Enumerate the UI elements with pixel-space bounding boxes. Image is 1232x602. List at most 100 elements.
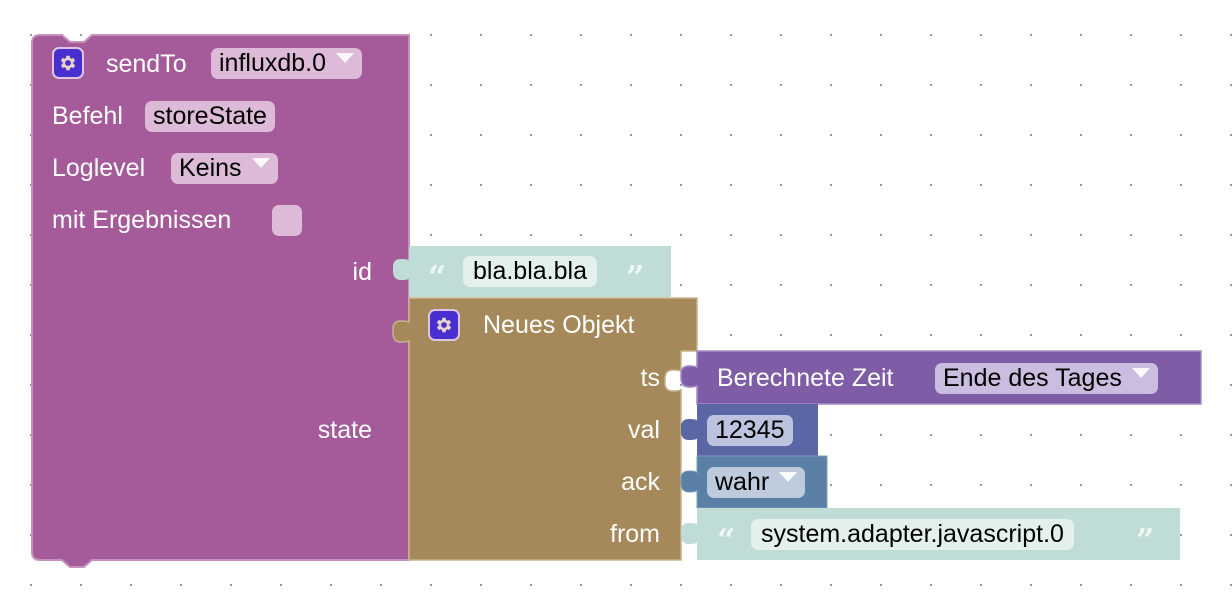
loglevel-dropdown[interactable]: Keins [171,153,278,184]
grid-dot [30,34,32,36]
grid-dot [330,584,332,586]
grid-dot [1230,534,1232,536]
grid-dot [30,534,32,536]
instance-dropdown[interactable]: influxdb.0 [211,48,363,79]
grid-dot [130,584,132,586]
grid-dot [880,334,882,336]
state-input-label: state [317,416,372,444]
boolean-dropdown[interactable]: wahr [707,467,806,498]
time-option-dropdown[interactable]: Ende des Tages [935,363,1158,394]
grid-dot [1030,434,1032,436]
grid-dot [930,284,932,286]
grid-dot [1180,584,1182,586]
grid-dot [1030,584,1032,586]
grid-dot [1180,34,1182,36]
grid-dot [1030,184,1032,186]
grid-dot [430,34,432,36]
grid-dot [330,184,332,186]
grid-dot [830,34,832,36]
grid-dot [830,84,832,86]
grid-dot [1130,284,1132,286]
results-label: mit Ergebnissen [52,206,232,234]
grid-dot [80,384,82,386]
id-text-field[interactable]: bla.bla.bla [463,256,597,287]
grid-dot [1230,134,1232,136]
from-text-field[interactable]: system.adapter.javascript.0 [751,519,1074,550]
grid-dot [1130,334,1132,336]
grid-dot [1230,334,1232,336]
grid-dot [830,284,832,286]
grid-dot [680,84,682,86]
grid-dot [930,184,932,186]
grid-dot [1080,234,1082,236]
id-text-value: bla.bla.bla [473,257,587,285]
grid-dot [30,434,32,436]
grid-dot [780,134,782,136]
grid-dot [530,184,532,186]
grid-dot [1180,134,1182,136]
grid-dot [1080,434,1082,436]
sendto-gear-button[interactable] [52,47,84,79]
new-object-gear-button[interactable] [428,309,460,341]
new-object-block[interactable] [385,290,705,570]
grid-dot [830,234,832,236]
grid-dot [830,184,832,186]
grid-dot [1230,434,1232,436]
grid-dot [280,334,282,336]
results-checkbox[interactable] [272,205,302,236]
grid-dot [380,34,382,36]
grid-dot [1080,484,1082,486]
grid-dot [330,34,332,36]
grid-dot [830,134,832,136]
grid-dot [430,84,432,86]
grid-dot [1130,34,1132,36]
grid-dot [730,334,732,336]
grid-dot [930,134,932,136]
open-quote-icon: “ [717,521,736,559]
grid-dot [1080,284,1082,286]
grid-dot [430,184,432,186]
grid-dot [930,434,932,436]
grid-dot [330,84,332,86]
grid-dot [130,34,132,36]
grid-dot [330,384,332,386]
grid-dot [980,334,982,336]
grid-dot [680,584,682,586]
grid-dot [1230,184,1232,186]
grid-dot [280,584,282,586]
grid-dot [330,334,332,336]
grid-dot [1130,84,1132,86]
grid-dot [330,234,332,236]
grid-dot [630,134,632,136]
grid-dot [730,84,732,86]
field-label-from: from [610,520,660,548]
grid-dot [280,284,282,286]
grid-dot [480,184,482,186]
grid-dot [430,134,432,136]
grid-dot [1180,484,1182,486]
grid-dot [230,484,232,486]
number-field[interactable]: 12345 [707,415,793,446]
command-field[interactable]: storeState [145,101,275,132]
command-label: Befehl [52,102,123,130]
grid-dot [1030,334,1032,336]
grid-dot [180,434,182,436]
grid-dot [230,384,232,386]
grid-dot [830,584,832,586]
grid-dot [680,284,682,286]
grid-dot [1080,584,1082,586]
grid-dot [230,434,232,436]
grid-dot [580,134,582,136]
grid-dot [230,584,232,586]
open-quote-icon: “ [428,258,447,296]
grid-dot [1180,334,1182,336]
grid-dot [880,34,882,36]
loglevel-value: Keins [179,154,242,182]
grid-dot [930,484,932,486]
gear-icon [60,55,76,71]
grid-dot [130,184,132,186]
grid-dot [580,84,582,86]
grid-dot [680,34,682,36]
from-text-value: system.adapter.javascript.0 [761,520,1064,548]
grid-dot [480,134,482,136]
